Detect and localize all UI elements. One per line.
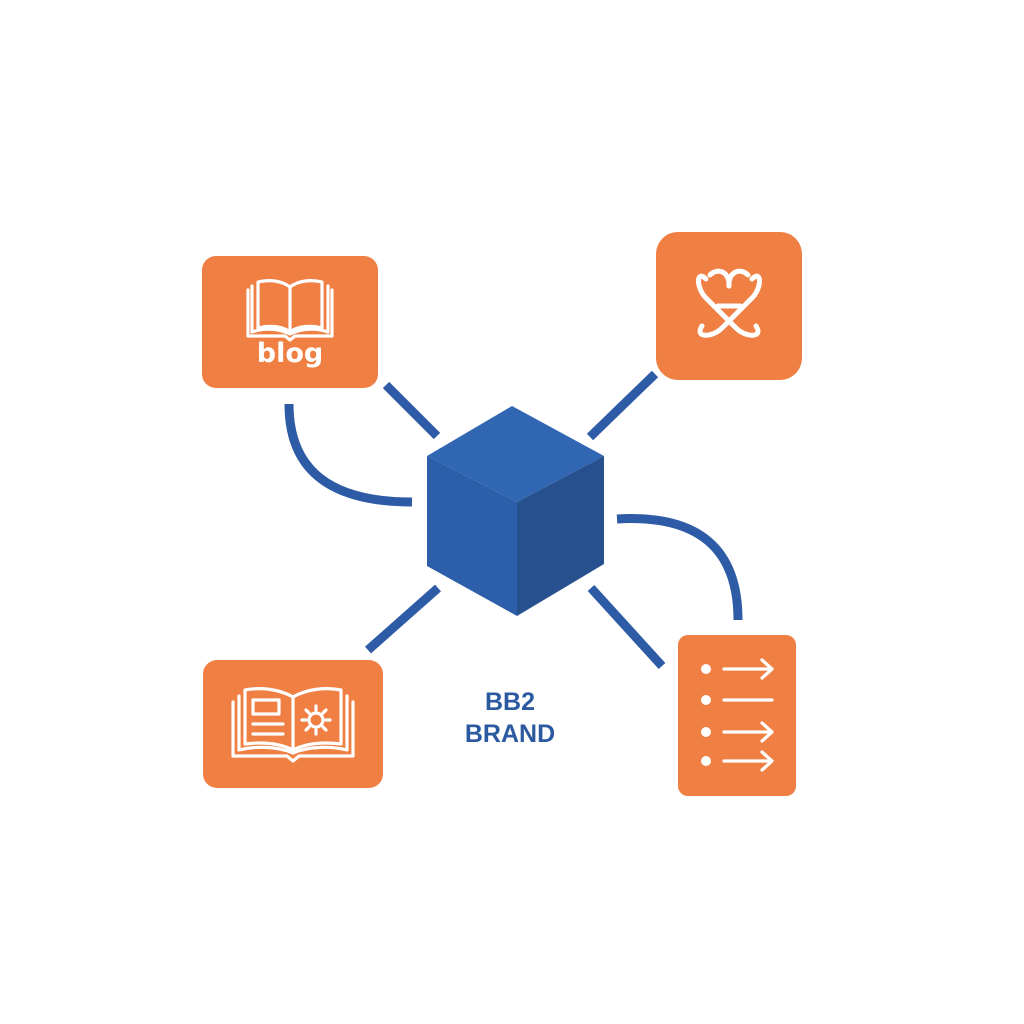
connector-integration bbox=[586, 370, 659, 441]
brand-line-1: BB2 bbox=[484, 688, 535, 716]
blog-label: blog bbox=[256, 338, 324, 369]
book-with-gear-icon bbox=[231, 687, 355, 763]
checklist-node[interactable] bbox=[678, 635, 796, 796]
connector-blog-straight bbox=[382, 381, 441, 440]
connector-checklist-curve bbox=[616, 514, 743, 621]
integration-node[interactable] bbox=[656, 232, 802, 380]
connector-checklist-straight bbox=[587, 584, 666, 670]
brand-name: BB2 BRAND bbox=[440, 686, 580, 750]
blog-node[interactable]: blog bbox=[202, 256, 378, 388]
list-arrows-icon bbox=[701, 658, 774, 772]
brand-line-2: BRAND bbox=[464, 720, 556, 748]
connector-guide bbox=[365, 584, 441, 654]
cube-icon bbox=[427, 406, 604, 616]
connector-blog-curve bbox=[284, 403, 413, 507]
open-book-icon bbox=[246, 279, 334, 342]
guide-node[interactable] bbox=[203, 660, 383, 788]
chain-link-icon bbox=[696, 268, 762, 338]
